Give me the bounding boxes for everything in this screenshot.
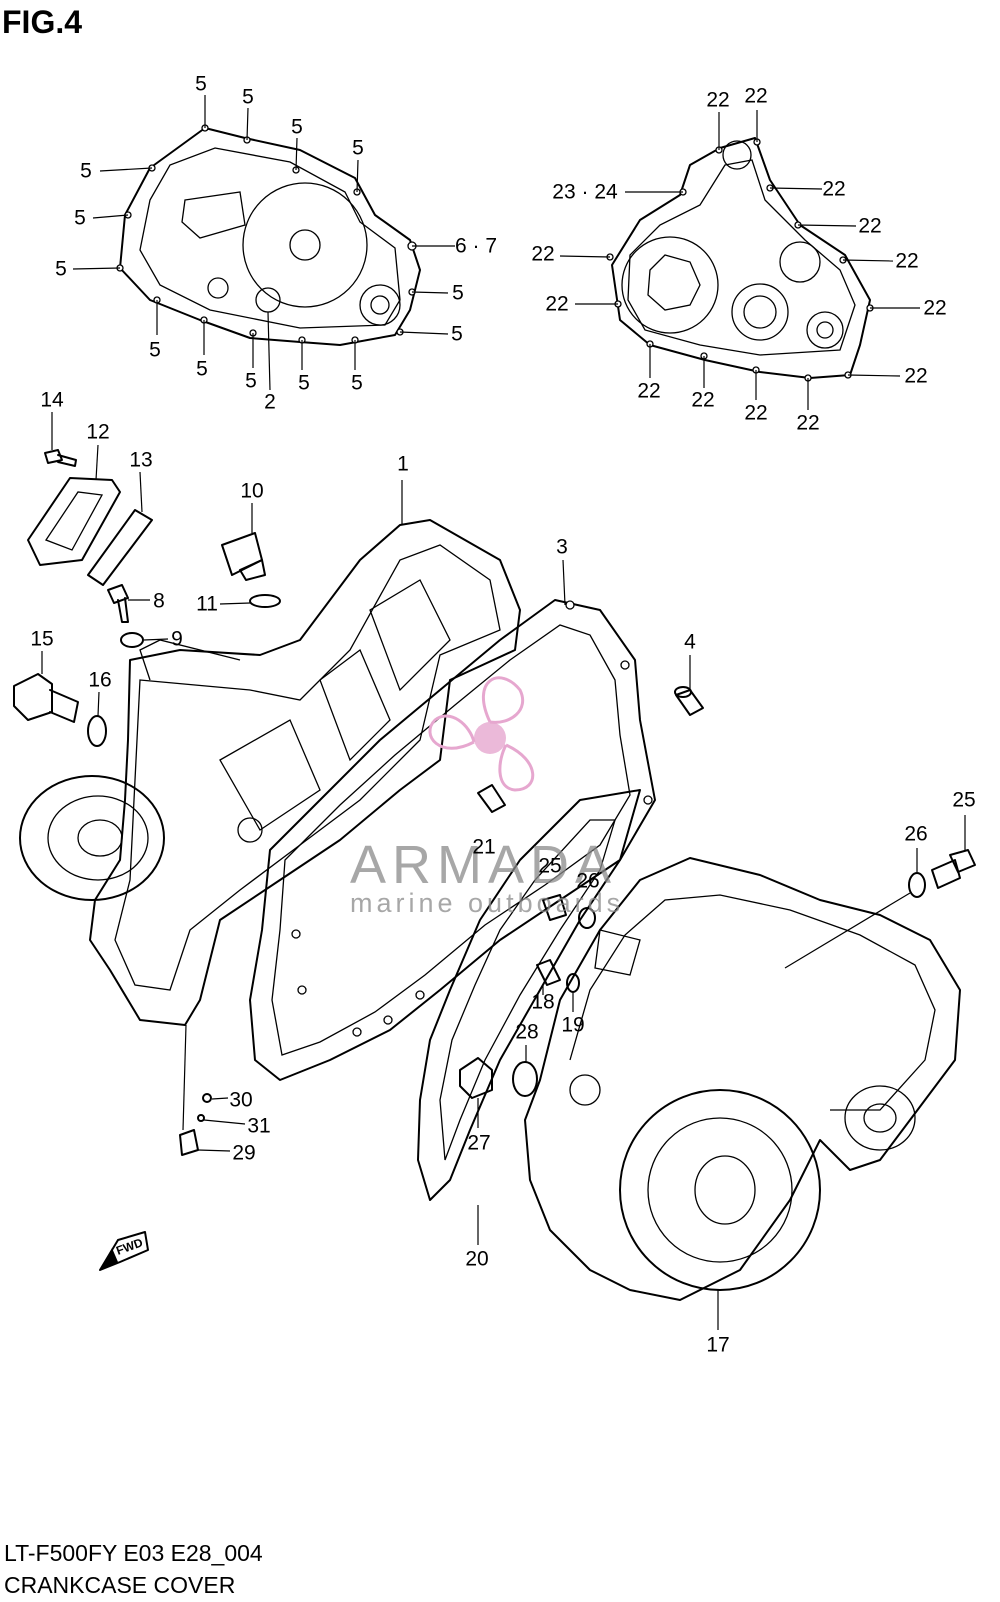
callout-label: 23 · 24 — [552, 180, 618, 204]
small-parts-left — [13, 412, 281, 747]
generator-cover-gasket — [606, 137, 874, 382]
callout-label: 26 — [904, 822, 928, 846]
callout-label: 31 — [247, 1114, 271, 1138]
clutch-cover-leader-lines — [72, 95, 455, 391]
callout-label: 1 — [397, 452, 409, 476]
callout-label: 30 — [229, 1088, 253, 1112]
callout-label: 14 — [40, 388, 64, 412]
callout-label: 5 — [452, 281, 464, 305]
callout-label: 22 — [691, 388, 715, 412]
callout-label: 5 — [242, 85, 254, 109]
callout-label: 5 — [196, 357, 208, 381]
callout-label: 28 — [515, 1020, 539, 1044]
callout-label: 5 — [195, 72, 207, 96]
callout-label: 29 — [232, 1141, 256, 1165]
callout-label: 22 — [744, 401, 768, 425]
callout-label: 2 — [264, 390, 276, 414]
callout-label: 22 — [545, 292, 569, 316]
fwd-label: FWD — [114, 1235, 145, 1258]
callout-label: 15 — [30, 627, 54, 651]
callout-label: 5 — [352, 136, 364, 160]
callout-label: 5 — [80, 159, 92, 183]
callout-label: 5 — [298, 371, 310, 395]
generator-gasket — [417, 789, 641, 1245]
callout-label: 25 — [952, 788, 976, 812]
callout-label: 22 — [895, 249, 919, 273]
callout-label: 9 — [171, 627, 183, 651]
callout-label: 25 — [538, 854, 562, 878]
fwd-direction-arrow: FWD — [99, 1231, 149, 1271]
callout-label: 13 — [129, 448, 153, 472]
callout-label: 5 — [55, 257, 67, 281]
watermark-brand: ARMADA — [350, 835, 618, 895]
callout-label: 22 — [531, 242, 555, 266]
figure-title: FIG.4 — [2, 4, 83, 40]
callout-label: 21 — [472, 835, 496, 859]
callout-label: 20 — [465, 1247, 489, 1271]
crankcase-cover-left — [19, 480, 521, 1026]
callout-label: 10 — [240, 479, 264, 503]
callout-label: 22 — [822, 177, 846, 201]
callout-label: 27 — [467, 1131, 491, 1155]
callout-label: 17 — [706, 1333, 730, 1357]
footer-model-code: LT-F500FY E03 E28_004 — [4, 1540, 263, 1566]
callout-label: 6 · 7 — [454, 234, 498, 258]
dowel-pin — [674, 655, 704, 716]
callout-label: 22 — [637, 379, 661, 403]
callout-label: 22 — [796, 411, 820, 435]
callout-label: 5 — [74, 206, 86, 230]
callout-label: 4 — [684, 630, 696, 654]
callout-label: 5 — [149, 338, 161, 362]
callout-label: 5 — [291, 115, 303, 139]
callout-label: 8 — [153, 589, 165, 613]
watermark-tagline: marine outboards — [350, 888, 625, 918]
callout-label: 22 — [744, 84, 768, 108]
callout-label: 19 — [561, 1013, 585, 1037]
crankcase-cover-right — [524, 857, 961, 1330]
callout-label: 12 — [86, 420, 110, 444]
small-parts-right — [179, 784, 976, 1156]
callout-label: 18 — [531, 990, 555, 1014]
callout-label: 22 — [706, 88, 730, 112]
callout-label: 5 — [451, 322, 463, 346]
callout-label: 5 — [351, 371, 363, 395]
callout-label: 3 — [556, 535, 568, 559]
callout-label: 16 — [88, 668, 112, 692]
callout-label: 22 — [923, 296, 947, 320]
callout-label: 22 — [858, 214, 882, 238]
watermark-logo-icon — [428, 676, 535, 792]
callout-label: 26 — [576, 869, 600, 893]
callout-label: 5 — [245, 369, 257, 393]
generator-cover-leader-lines — [559, 110, 920, 410]
callout-label: 22 — [904, 364, 928, 388]
footer-section-title: CRANKCASE COVER — [4, 1572, 236, 1598]
callout-label: 11 — [196, 592, 218, 616]
